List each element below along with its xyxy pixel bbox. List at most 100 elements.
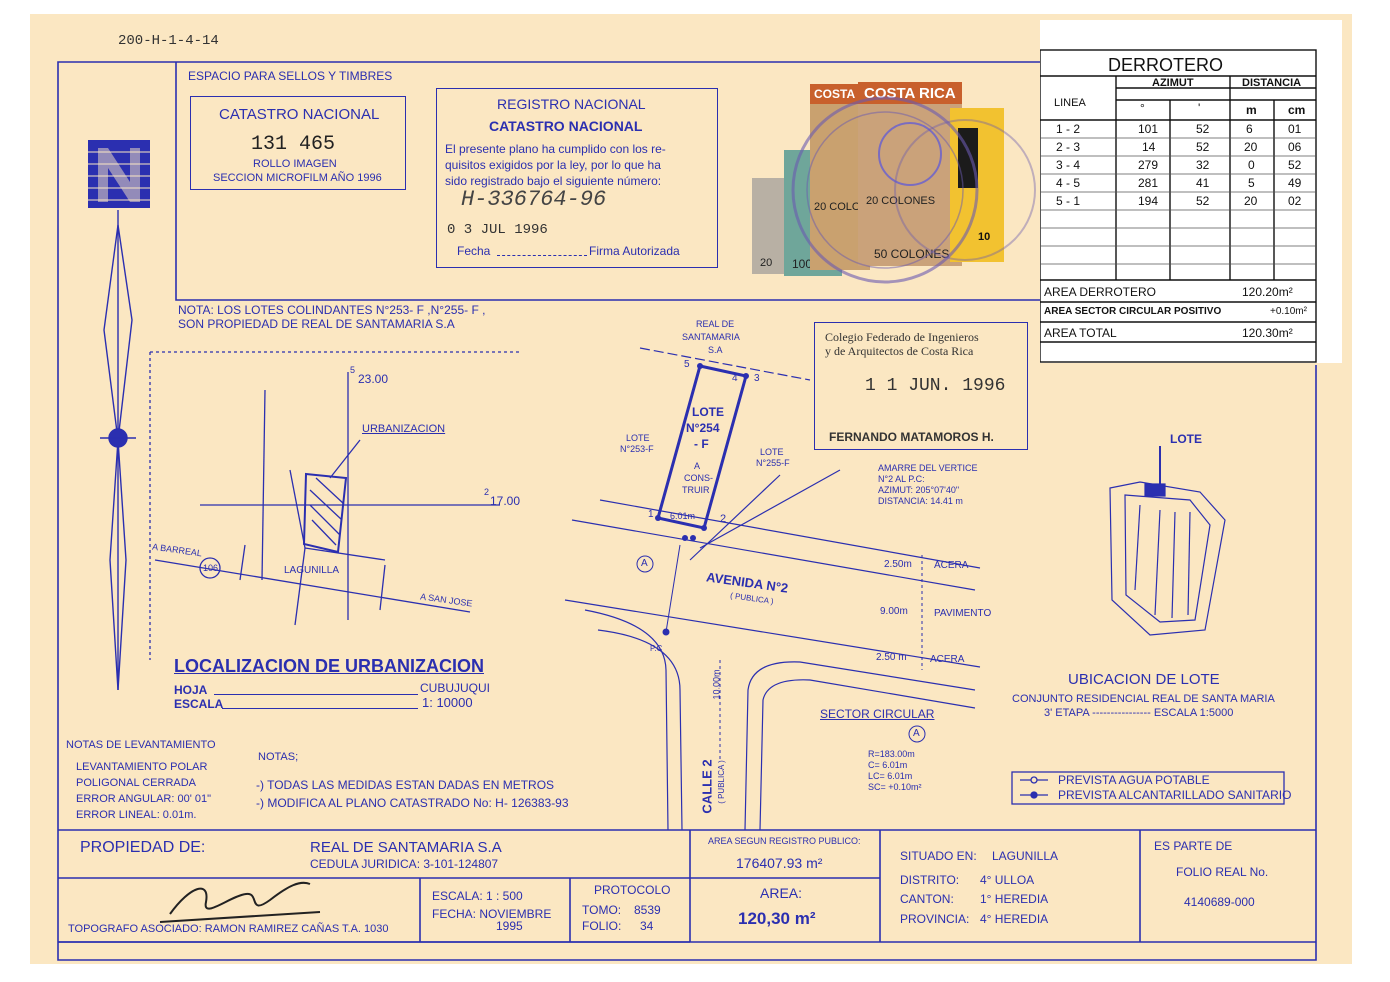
tb-tomo-label: TOMO: [582,903,622,917]
plan-pav-dist: 9.00m [880,606,908,617]
loc-hoja-label: HOJA [174,683,208,697]
plan-point-4: 4 [732,373,738,384]
loc-coord-5: 5 [350,365,356,375]
derrotero-row-m: 20 [1244,140,1258,154]
derrotero-row-min: 32 [1196,158,1210,172]
lev-l2: POLIGONAL CERRADA [76,777,197,789]
plan-amarre1: AMARRE DEL VERTICE [878,463,978,473]
plan-acera1: ACERA [934,560,969,571]
registro-title2: CATASTRO NACIONAL [489,118,643,134]
timbre-value-a: 20 COLONES [814,201,884,213]
sector-sc: SC= +0.10m² [868,782,922,792]
plan-circle-a: A [641,558,648,569]
derrotero-row-cm: 01 [1288,122,1302,136]
ubic-title: UBICACION DE LOTE [1068,671,1220,688]
sector-lc: LC= 6.01m [868,771,913,781]
derrotero-row-linea: 3 - 4 [1056,158,1081,172]
legend-alcantarillado: PREVISTA ALCANTARILLADO SANITARIO [1058,788,1292,802]
tb-folio-real: 4140689-000 [1184,895,1255,909]
plan-real-de: REAL DE [696,319,735,329]
sector-circular-value: +0.10m² [1270,306,1307,317]
nota-line2: SON PROPIEDAD DE REAL DE SANTAMARIA S.A [178,317,455,331]
sector-r: R=183.00m [868,749,915,759]
signature-mark [159,881,321,923]
derrotero-row-deg: 194 [1138,194,1159,208]
tb-cedula: CEDULA JURIDICA: 3-101-124807 [310,857,499,871]
catastro-stamp: CATASTRO NACIONAL 131 465 ROLLO IMAGEN S… [190,96,406,190]
plan-point-1: 1 [648,509,654,520]
loc-route-106: 106 [203,563,219,573]
derrotero-row-min: 41 [1196,176,1210,190]
plan-sa: S.A [708,345,723,355]
north-logo [88,140,150,208]
tb-provincia: 4° HEREDIA [980,912,1049,926]
registro-fecha: Fecha [457,244,491,258]
notas-n2: -) MODIFICA AL PLANO CATASTRADO No: H- 1… [256,796,569,810]
derrotero-hdr-cm: cm [1288,103,1306,117]
derrotero-hdr-min: ' [1198,101,1201,115]
tb-fecha-year: 1995 [496,919,523,933]
area-total-value: 120.30m² [1242,326,1293,340]
ubic-line1: CONJUNTO RESIDENCIAL REAL DE SANTA MARIA [1012,693,1275,705]
plan-acera1-dist: 2.50m [884,559,912,570]
sector-a: A [913,728,920,739]
catastro-line1: ROLLO IMAGEN [253,158,337,170]
derrotero-table: DERROTERO LINEA AZIMUT DISTANCIA ° ' m c… [1040,20,1342,363]
derrotero-row-deg: 281 [1138,176,1159,190]
plan-amarre4: DISTANCIA: 14.41 m [878,496,963,506]
derrotero-hdr-linea: LINEA [1054,97,1086,109]
plan-construir3: TRUIR [682,485,710,495]
derrotero-row-cm: 49 [1288,176,1302,190]
plan-point-5: 5 [684,359,690,370]
derrotero-row-cm: 06 [1288,140,1302,154]
tb-situado-label: SITUADO EN: [900,849,977,863]
tb-provincia-label: PROVINCIA: [900,912,970,926]
plan-calle: CALLE 2 [699,759,715,814]
tb-canton-label: CANTON: [900,892,954,906]
loc-escala: 1: 10000 [422,695,473,710]
colegio-stamp: Colegio Federado de Ingenieros y de Arqu… [814,322,1028,450]
nota-line1: NOTA: LOS LOTES COLINDANTES N°253- F ,N°… [178,303,486,317]
registro-stamp: REGISTRO NACIONAL CATASTRO NACIONAL El p… [436,88,718,268]
plan-point-2: 2 [720,513,727,525]
plan-lote-255-b: N°255-F [756,458,790,468]
derrotero-row-m: 6 [1246,122,1253,136]
plan-acera2: ACERA [930,654,965,665]
derrotero-row-cm: 52 [1288,158,1302,172]
plan-amarre2: N°2 AL P.C: [878,474,925,484]
tb-escala: 1 : 500 [486,889,523,903]
area-derrotero-value: 120.20m² [1242,285,1293,299]
colegio-line1: Colegio Federado de Ingenieros [825,330,979,344]
timbre-gray-value: 20 [760,257,773,269]
plan-calle-dist: 10.00m [711,669,722,700]
plan-calle-publica: ( PUBLICA ) [716,760,726,804]
plan-acera2-dist: 2.50 m [876,652,907,663]
registro-line3: sido registrado bajo el siguiente número… [445,174,662,188]
timbre-green-value: 100 [792,257,813,271]
notas-title: NOTAS; [258,751,299,763]
registro-date: 0 3 JUL 1996 [447,222,548,238]
timbre-value-c: 50 COLONES [874,247,950,261]
tb-tomo: 8539 [634,903,661,917]
tb-area: 120,30 m² [738,909,816,928]
tb-topografo: TOPOGRAFO ASOCIADO: RAMON RAMIREZ CAÑAS … [68,923,389,935]
registro-line1: El presente plano ha cumplido con los re… [445,142,666,156]
tb-folio: 34 [640,919,654,933]
tb-propiedad-label: PROPIEDAD DE: [80,839,206,856]
derrotero-hdr-m: m [1246,103,1257,117]
stamps-area-title: ESPACIO PARA SELLOS Y TIMBRES [188,69,393,83]
plan-construir1: A [694,461,701,471]
plan-construir2: CONS- [684,473,713,483]
derrotero-row-m: 5 [1248,176,1255,190]
plan-pav: PAVIMENTO [934,608,992,619]
derrotero-row-m: 20 [1244,194,1258,208]
ubic-lote: LOTE [1170,432,1202,446]
tb-es-parte: ES PARTE DE [1154,839,1233,853]
derrotero-row-cm: 02 [1288,194,1302,208]
sector-title: SECTOR CIRCULAR [820,707,935,721]
lev-l4: ERROR LINEAL: 0.01m. [76,809,197,821]
loc-coord-2: 2 [484,487,490,497]
header-code: 200-H-1-4-14 [118,33,219,49]
lev-title: NOTAS DE LEVANTAMIENTO [66,739,216,751]
